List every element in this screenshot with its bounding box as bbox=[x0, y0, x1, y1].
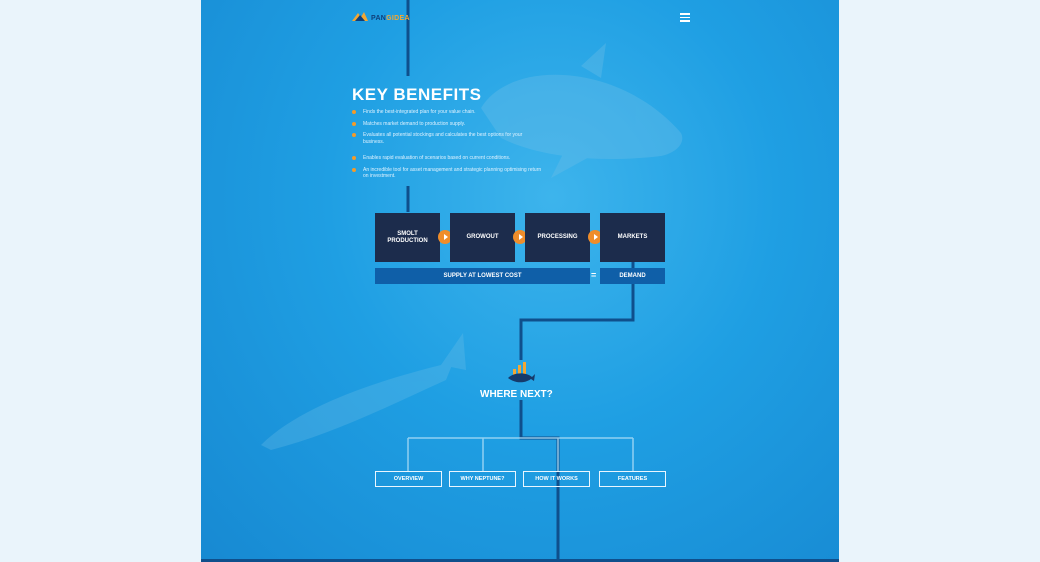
list-item: Evaluates all potential stockings and ca… bbox=[352, 132, 542, 145]
demand-bar: DEMAND bbox=[600, 268, 665, 284]
list-item: An incredible tool for asset management … bbox=[352, 167, 542, 180]
list-item: Finds the best-integrated plan for your … bbox=[352, 109, 542, 116]
fish-chart-icon bbox=[508, 362, 535, 383]
benefits-list: Finds the best-integrated plan for your … bbox=[352, 109, 542, 180]
brand-logo[interactable]: PANGIDEA bbox=[351, 10, 410, 22]
supply-bar: SUPPLY AT LOWEST COST bbox=[375, 268, 590, 284]
list-item: Enables rapid evaluation of scenarios ba… bbox=[352, 155, 542, 162]
step-markets: MARKETS bbox=[600, 213, 665, 262]
step-smolt-production: SMOLT PRODUCTION bbox=[375, 213, 440, 262]
features-button[interactable]: FEATURES bbox=[599, 471, 666, 487]
play-arrow-icon bbox=[438, 230, 452, 244]
key-benefits-title: KEY BENEFITS bbox=[352, 85, 482, 104]
logo-text: PANGIDEA bbox=[371, 15, 410, 22]
equals-sign: = bbox=[591, 270, 597, 280]
step-growout: GROWOUT bbox=[450, 213, 515, 262]
list-item: Matches market demand to production supp… bbox=[352, 121, 542, 128]
overview-button[interactable]: OVERVIEW bbox=[375, 471, 442, 487]
salmon-illustration-bottom bbox=[261, 333, 466, 450]
play-arrow-icon bbox=[513, 230, 527, 244]
how-it-works-button[interactable]: HOW IT WORKS bbox=[523, 471, 590, 487]
step-processing: PROCESSING bbox=[525, 213, 590, 262]
why-neptune-button[interactable]: WHY NEPTUNE? bbox=[449, 471, 516, 487]
play-arrow-icon bbox=[588, 230, 602, 244]
where-next-title: WHERE NEXT? bbox=[480, 389, 553, 400]
hamburger-menu-icon[interactable] bbox=[680, 13, 690, 22]
mountain-logo-icon bbox=[352, 12, 368, 21]
page-canvas: PANGIDEA KEY BENEFITS Finds the best-int… bbox=[201, 0, 839, 562]
